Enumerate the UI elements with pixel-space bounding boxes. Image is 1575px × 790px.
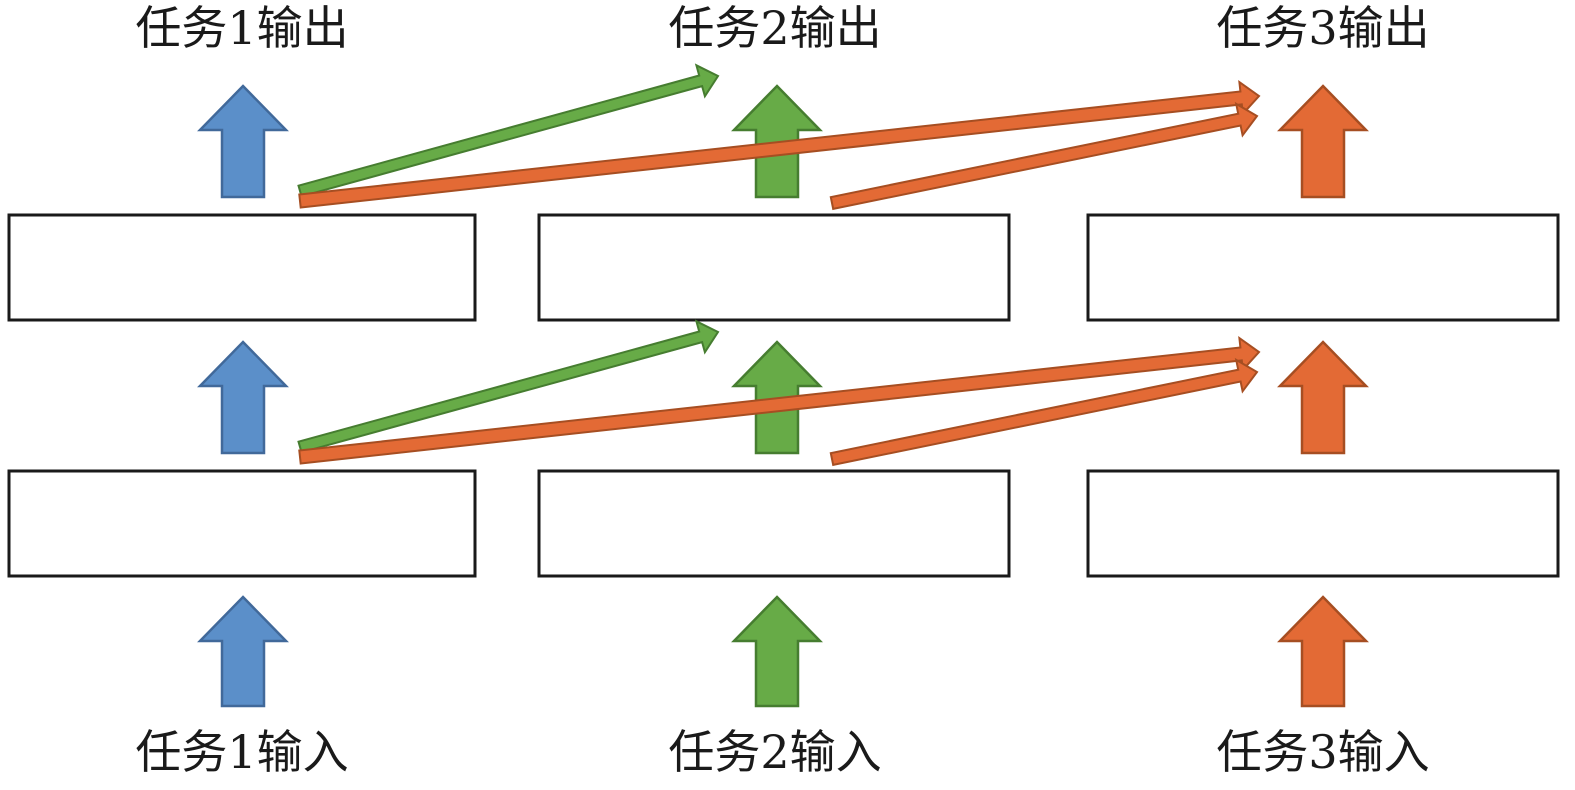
layer1-box-task2 [537, 469, 1011, 578]
cross-arrow-task2-to-task3-upper [829, 101, 1259, 211]
up-arrow-task1-middle [197, 340, 289, 455]
cross-arrow-task1-to-task3-upper [298, 80, 1261, 209]
cross-arrow-task1-to-task2-lower [297, 319, 720, 454]
up-arrow-task1-input [197, 595, 289, 708]
input-label-task1: 任务1输入 [135, 725, 348, 779]
output-label-task1: 任务1输出 [135, 1, 348, 55]
layer1-box-task1 [7, 469, 477, 578]
layer2-box-task2 [537, 213, 1011, 322]
up-arrow-task3-input [1277, 595, 1369, 708]
input-label-task2: 任务2输入 [668, 725, 881, 779]
up-arrow-task3-middle [1277, 340, 1369, 455]
input-label-task3: 任务3输入 [1216, 725, 1429, 779]
up-arrow-task1-output [197, 84, 289, 199]
output-label-task2: 任务2输出 [668, 1, 881, 55]
up-arrow-task3-output [1277, 84, 1369, 199]
cross-arrow-task1-to-task3-lower [298, 336, 1261, 465]
layer2-box-task1 [7, 213, 477, 322]
cross-arrow-task1-to-task2-upper [297, 63, 720, 198]
output-label-task3: 任务3输出 [1216, 1, 1429, 55]
up-arrow-task2-input [731, 595, 823, 708]
layer2-box-task3 [1086, 213, 1560, 322]
layer1-box-task3 [1086, 469, 1560, 578]
cross-arrow-task2-to-task3-lower [829, 357, 1259, 467]
